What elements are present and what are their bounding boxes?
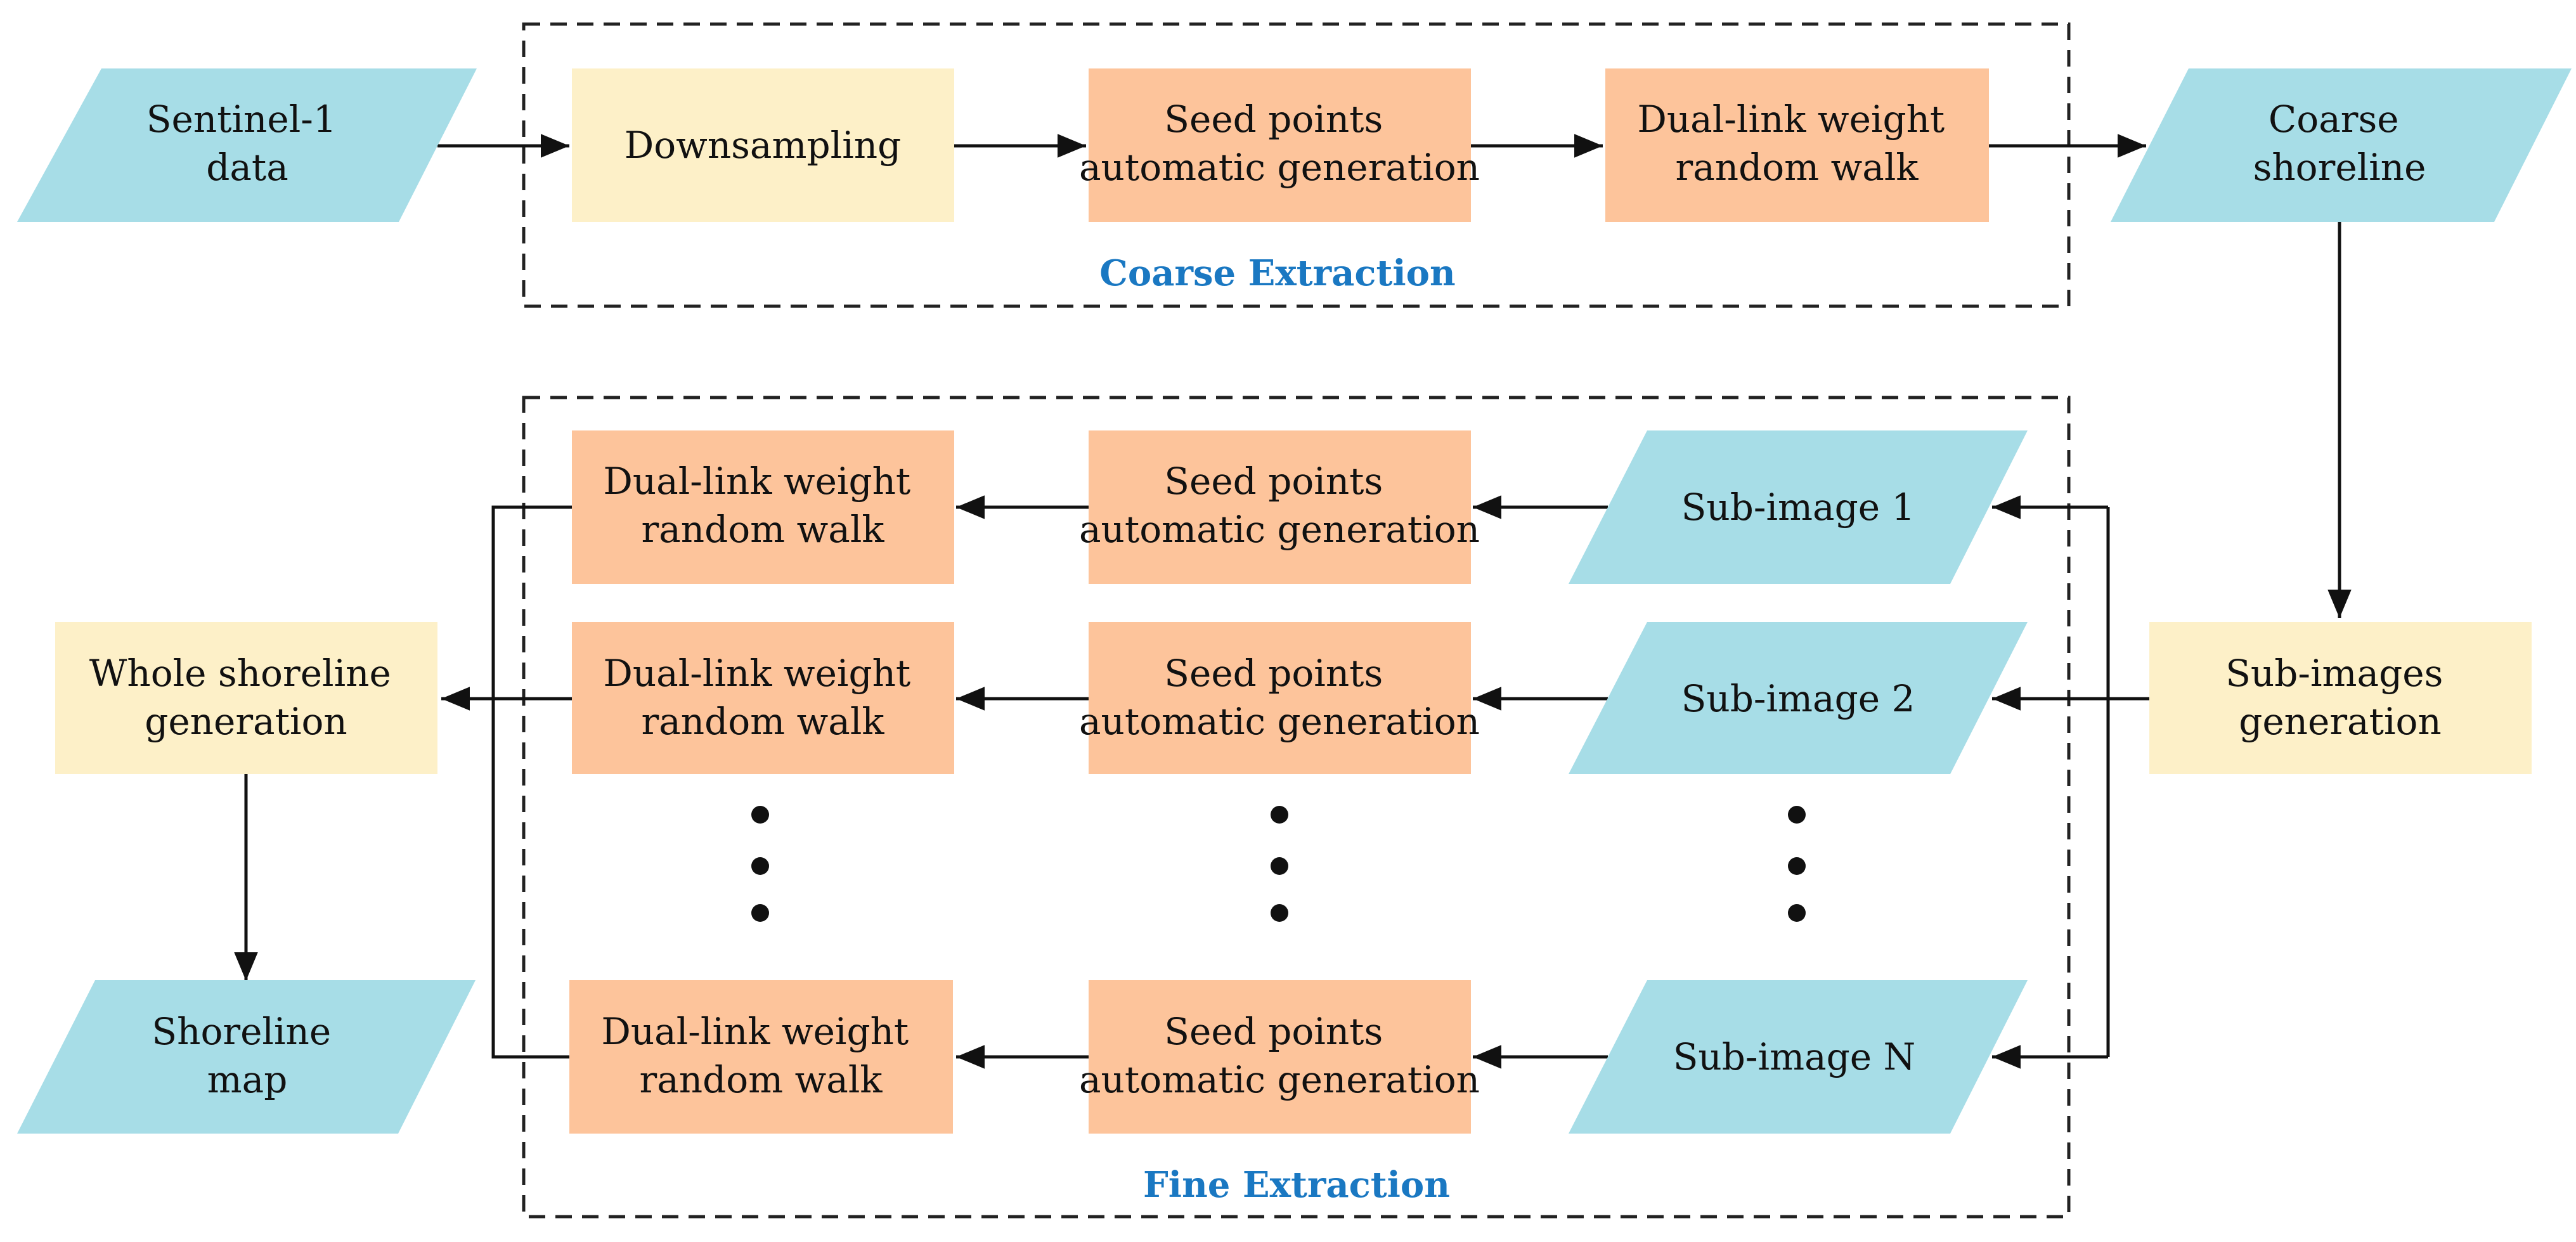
process-box xyxy=(2149,622,2532,774)
process-box xyxy=(572,68,954,222)
node-sub-image-2: Sub-image 2 xyxy=(1569,622,2028,774)
process-box xyxy=(1605,68,1989,222)
node-random-walk-coarse: Dual-link weight random walk xyxy=(1605,68,1989,222)
node-label: Sub-image N xyxy=(1673,1035,1916,1078)
node-label: Dual-link weight random walk xyxy=(603,652,922,743)
node-random-walk-1: Dual-link weight random walk xyxy=(572,430,954,584)
coarse-extraction-label: Coarse Extraction xyxy=(1099,252,1455,294)
process-box xyxy=(1089,622,1471,774)
ellipsis-walk-column xyxy=(751,806,769,922)
parallelogram-shape xyxy=(1569,980,2028,1134)
node-sub-images-generation: Sub-images generation xyxy=(2149,622,2532,774)
parallelogram-shape xyxy=(1569,430,2028,584)
process-box xyxy=(1089,68,1471,222)
node-label: Sub-image 1 xyxy=(1681,486,1915,529)
ellipsis-dot xyxy=(1271,857,1288,875)
ellipsis-dot xyxy=(1271,806,1288,824)
process-box xyxy=(55,622,437,774)
node-label: Seed points automatic generation xyxy=(1079,460,1480,551)
parallelogram-shape xyxy=(2111,68,2572,222)
node-label: Dual-link weight random walk xyxy=(1637,98,1956,189)
node-downsampling: Downsampling xyxy=(572,68,954,222)
node-label: Shoreline map xyxy=(152,1010,342,1101)
process-box xyxy=(572,622,954,774)
node-random-walk-n: Dual-link weight random walk xyxy=(569,980,953,1134)
parallelogram-shape xyxy=(17,980,476,1134)
fine-extraction-label: Fine Extraction xyxy=(1143,1164,1450,1206)
ellipsis-dot xyxy=(1788,904,1806,922)
ellipsis-sub-image-column xyxy=(1788,806,1806,922)
coarse-extraction-group xyxy=(522,22,2071,308)
connector-lines xyxy=(491,505,2110,1059)
node-label: Seed points automatic generation xyxy=(1079,652,1480,743)
ellipsis-dot xyxy=(751,806,769,824)
node-label: Seed points automatic generation xyxy=(1079,1010,1480,1101)
node-seed-points-1: Seed points automatic generation xyxy=(1079,430,1480,584)
fine-extraction-group xyxy=(522,396,2071,1219)
node-seed-points-n: Seed points automatic generation xyxy=(1079,980,1480,1134)
node-label: Dual-link weight random walk xyxy=(603,460,922,551)
node-label: Downsampling xyxy=(625,124,901,167)
ellipsis-dot xyxy=(1788,806,1806,824)
ellipsis-dot xyxy=(1271,904,1288,922)
node-seed-points-2: Seed points automatic generation xyxy=(1079,622,1480,774)
ellipsis-dot xyxy=(751,904,769,922)
parallelogram-shape xyxy=(1569,622,2028,774)
node-sub-image-n: Sub-image N xyxy=(1569,980,2028,1134)
process-box xyxy=(1089,430,1471,584)
node-random-walk-2: Dual-link weight random walk xyxy=(572,622,954,774)
node-label: Whole shoreline generation xyxy=(89,652,403,743)
parallelogram-shape xyxy=(17,68,477,222)
ellipsis-seed-column xyxy=(1271,806,1288,922)
node-sentinel-data: Sentinel-1 data xyxy=(17,68,477,222)
process-box xyxy=(569,980,953,1134)
node-whole-shoreline-generation: Whole shoreline generation xyxy=(55,622,437,774)
ellipsis-dot xyxy=(1788,857,1806,875)
node-label: Coarse shoreline xyxy=(2253,98,2426,189)
node-shoreline-map: Shoreline map xyxy=(17,980,476,1134)
node-seed-points-coarse: Seed points automatic generation xyxy=(1079,68,1480,222)
node-sub-image-1: Sub-image 1 xyxy=(1569,430,2028,584)
process-box xyxy=(572,430,954,584)
merge-bracket xyxy=(491,505,572,1059)
node-label: Dual-link weight random walk xyxy=(601,1010,920,1101)
node-label: Sub-image 2 xyxy=(1681,677,1915,720)
arrows xyxy=(234,134,2352,1069)
ellipsis-dot xyxy=(751,857,769,875)
node-label: Sub-images generation xyxy=(2225,652,2455,743)
process-box xyxy=(1089,980,1471,1134)
node-label: Seed points automatic generation xyxy=(1079,98,1480,189)
node-coarse-shoreline: Coarse shoreline xyxy=(2111,68,2572,222)
node-label: Sentinel-1 data xyxy=(146,98,348,189)
